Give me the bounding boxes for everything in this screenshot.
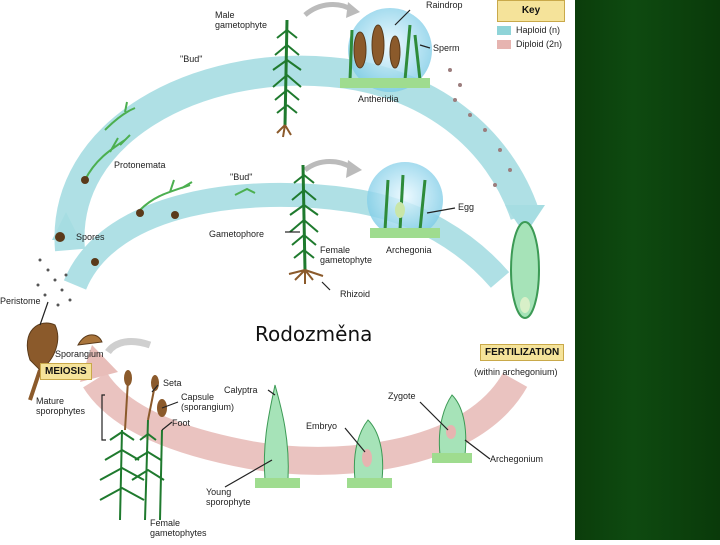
protonemata-label: Protonemata	[114, 160, 166, 170]
outer-haploid-arrow	[54, 55, 540, 252]
antheridia-cluster	[353, 24, 401, 69]
spores-label: Spores	[76, 232, 105, 242]
diploid-key-label: Diploid (2n)	[516, 39, 563, 49]
color-key: Key Haploid (n) Diploid (2n)	[497, 0, 575, 54]
calyptra-label: Calyptra	[224, 385, 258, 395]
embryo-label: Embryo	[306, 421, 338, 431]
archegonia-bubble	[367, 162, 443, 238]
male-gametophyte-label: Male gametophyte	[215, 10, 268, 30]
key-title: Key	[497, 0, 565, 22]
grey-arrow-top	[303, 2, 354, 17]
sporangium-label: Sporangium	[55, 349, 104, 359]
seta-label: Seta	[163, 378, 182, 388]
male-gametophyte-plant	[272, 19, 302, 138]
fertilized-archegonium	[510, 221, 540, 319]
embryo-archegonium	[347, 419, 392, 488]
egg-label: Egg	[458, 202, 475, 212]
female-gametophyte-plant	[288, 164, 324, 284]
sporangium-capsule	[26, 322, 103, 401]
spore-cloud	[36, 258, 72, 307]
zygote-archegonium	[432, 394, 472, 463]
young-sporophyte-label: Young sporophyte	[206, 487, 251, 507]
protonemata	[84, 101, 256, 211]
rhizoid-label: Rhizoid	[340, 289, 371, 299]
pointer-lines	[39, 9, 491, 488]
green-side-panel	[575, 0, 720, 540]
gametophore-label: Gametophore	[209, 229, 265, 239]
bud-top-label: "Bud"	[180, 54, 203, 64]
young-sporophyte	[255, 384, 300, 488]
slide-caption: Rodozměna	[255, 322, 373, 346]
mature-sporophytes	[99, 379, 165, 521]
female-gametophyte-label: Female gametophyte	[320, 245, 373, 265]
sperm-label: Sperm	[433, 43, 460, 53]
moss-life-cycle-diagram: Raindrop Male gametophyte Sperm Antherid…	[0, 0, 575, 538]
peristome-label: Peristome	[0, 296, 41, 306]
life-cycle-artwork	[26, 2, 545, 521]
diploid-swatch	[497, 40, 511, 49]
meiosis-label: MEIOSIS	[40, 363, 92, 380]
raindrop-label: Raindrop	[426, 0, 463, 10]
bud-mid-label: "Bud"	[230, 172, 253, 182]
antheridia-label: Antheridia	[358, 94, 399, 104]
outer-arrowhead	[505, 205, 545, 235]
inner-haploid-arrow	[63, 182, 510, 291]
haploid-key-label: Haploid (n)	[516, 25, 561, 35]
grey-arrow-mid	[303, 159, 354, 173]
archegonia-label: Archegonia	[386, 245, 432, 255]
archegonium-label: Archegonium	[490, 454, 544, 464]
capsule-label: Capsule (sporangium)	[181, 392, 235, 412]
haploid-swatch	[497, 26, 511, 35]
mature-sporophytes-label: Mature sporophytes	[36, 396, 86, 416]
within-archegonium-label: (within archegonium)	[474, 367, 558, 377]
zygote-label: Zygote	[388, 391, 416, 401]
sperm-cells	[448, 68, 512, 187]
female-gametophytes-label: Female gametophytes	[150, 518, 207, 538]
spore-dots	[55, 176, 179, 266]
fertilization-label: FERTILIZATION	[480, 344, 565, 361]
grey-arrow-bottom	[105, 338, 152, 355]
foot-label: Foot	[172, 418, 191, 428]
